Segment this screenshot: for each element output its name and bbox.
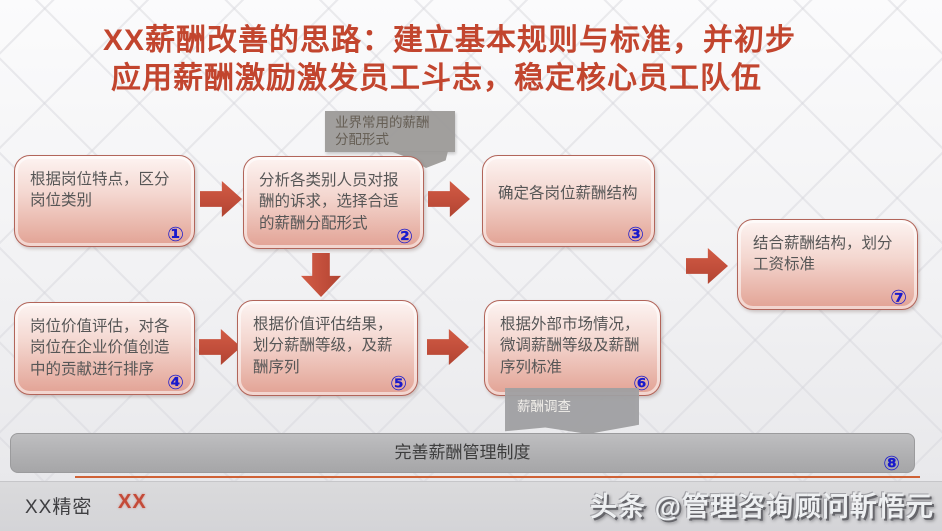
process-box-1-number: ①: [167, 224, 184, 246]
process-box-7: 结合薪酬结构，划分工资标准 ⑦: [737, 219, 918, 310]
process-box-3-number: ③: [627, 224, 644, 246]
process-box-4: 岗位价值评估，对各岗位在企业价值创造中的贡献进行排序 ④: [14, 302, 195, 395]
process-box-6-text: 根据外部市场情况，微调薪酬等级及薪酬序列标准: [500, 316, 640, 376]
callout-industry-line1: 业界常用的薪酬: [335, 115, 430, 130]
process-box-1-text: 根据岗位特点，区分岗位类别: [30, 171, 170, 210]
process-box-5: 根据价值评估结果，划分薪酬等级，及薪酬序列 ⑤: [237, 300, 418, 396]
arrow-right-icon: [428, 181, 470, 217]
process-box-2: 分析各类别人员对报酬的诉求，选择合适的薪酬分配形式 ②: [243, 156, 424, 249]
process-box-6: 根据外部市场情况，微调薪酬等级及薪酬序列标准 ⑥: [484, 300, 661, 396]
process-box-7-text: 结合薪酬结构，划分工资标准: [753, 235, 893, 274]
process-box-2-number: ②: [396, 226, 413, 248]
accent-underline: [75, 476, 920, 478]
process-box-4-number: ④: [167, 372, 184, 394]
slide-title-line1: XX薪酬改善的思路：建立基本规则与标准，并初步: [103, 24, 797, 57]
process-box-5-number: ⑤: [390, 373, 407, 395]
bottom-bar-text: 完善薪酬管理制度: [394, 443, 531, 462]
callout-salary-survey: 薪酬调查: [505, 388, 639, 434]
arrow-right-icon: [200, 181, 242, 217]
callout-industry-forms: 业界常用的薪酬 分配形式: [325, 111, 455, 152]
slide-title-line2: 应用薪酬激励激发员工斗志，稳定核心员工队伍: [111, 61, 762, 95]
arrow-right-icon: [199, 329, 241, 365]
process-box-7-number: ⑦: [890, 287, 907, 309]
arrow-down-icon: [301, 253, 341, 297]
process-box-3: 确定各岗位薪酬结构 ③: [482, 155, 655, 247]
slide-title: XX薪酬改善的思路：建立基本规则与标准，并初步 应用薪酬激励激发员工斗志，稳定核…: [103, 22, 796, 97]
process-box-2-text: 分析各类别人员对报酬的诉求，选择合适的薪酬分配形式: [259, 172, 399, 232]
arrow-right-icon: [686, 248, 728, 284]
process-box-1: 根据岗位特点，区分岗位类别 ①: [14, 155, 195, 247]
callout-industry-line2: 分配形式: [335, 131, 389, 147]
bottom-bar-improve-system: 完善薪酬管理制度 ⑧: [10, 433, 915, 475]
arrow-right-icon: [427, 329, 469, 365]
footer-watermark-toutiao: 头条 @管理咨询顾问靳悟元: [590, 492, 934, 522]
footer-watermark-left: XX: [118, 491, 147, 513]
process-box-5-text: 根据价值评估结果，划分薪酬等级，及薪酬序列: [253, 316, 393, 376]
process-box-4-text: 岗位价值评估，对各岗位在企业价值创造中的贡献进行排序: [30, 318, 170, 378]
callout-salary-survey-text: 薪酬调查: [517, 399, 571, 414]
footer: XX精密 XX 头条 @管理咨询顾问靳悟元: [0, 481, 942, 531]
bottom-bar-number: ⑧: [883, 453, 900, 475]
process-box-3-text: 确定各岗位薪酬结构: [498, 185, 638, 203]
footer-company-name: XX精密: [25, 497, 93, 518]
